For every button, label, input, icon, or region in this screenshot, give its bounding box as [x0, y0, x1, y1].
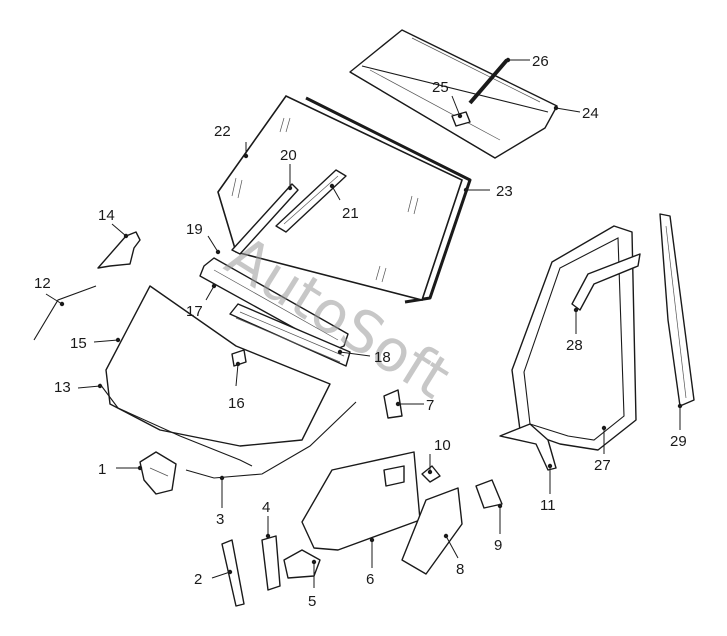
callout-20: 20 — [280, 147, 297, 164]
callout-22: 22 — [214, 123, 231, 140]
splash-shield — [283, 549, 321, 579]
windshield-reflections — [231, 117, 419, 283]
callout-27: 27 — [594, 457, 611, 474]
callout-26: 26 — [532, 53, 549, 70]
callout-25: 25 — [432, 79, 449, 96]
roof-clip — [451, 111, 471, 127]
leader-dots — [59, 57, 683, 575]
callout-16: 16 — [228, 395, 245, 412]
hood-emblem — [231, 349, 247, 367]
callout-17: 17 — [186, 303, 203, 320]
callout-21: 21 — [342, 205, 359, 222]
cowl-panel — [199, 257, 349, 351]
callout-3: 3 — [216, 511, 224, 528]
windshield-glass — [217, 94, 463, 301]
callout-24: 24 — [582, 105, 599, 122]
hood-hinge — [97, 231, 141, 269]
wiper-arm — [231, 183, 299, 255]
callout-11: 11 — [540, 497, 556, 514]
callout-8: 8 — [456, 561, 464, 578]
callout-labels: 1 2 3 4 5 6 7 8 9 10 11 12 13 14 15 16 1… — [34, 53, 687, 610]
pillar-trim — [659, 213, 695, 407]
callout-29: 29 — [670, 433, 687, 450]
roof-panel — [349, 29, 558, 159]
leader-lines — [45, 59, 681, 588]
cowl-grille — [229, 303, 351, 367]
fender-bracket-rear — [261, 535, 281, 591]
door-sill — [499, 423, 557, 471]
mirror-bracket — [383, 389, 403, 419]
mud-flap — [401, 487, 463, 575]
callout-6: 6 — [366, 571, 374, 588]
callout-23: 23 — [496, 183, 513, 200]
callout-12: 12 — [34, 275, 51, 292]
fender-grommet — [421, 465, 441, 483]
callout-10: 10 — [434, 437, 451, 454]
callout-9: 9 — [494, 537, 502, 554]
hood-latch — [139, 451, 177, 495]
release-cable — [185, 401, 357, 479]
hood — [105, 285, 331, 447]
callout-7: 7 — [426, 397, 434, 414]
door-seal — [571, 253, 641, 311]
trim-clip — [475, 479, 503, 509]
callout-5: 5 — [308, 593, 316, 610]
callout-1: 1 — [98, 461, 106, 478]
roof-rod — [468, 58, 509, 105]
hood-support-rod — [33, 285, 97, 341]
callout-15: 15 — [70, 335, 87, 352]
fender-bracket-front — [221, 539, 245, 607]
callout-18: 18 — [374, 349, 391, 366]
callout-13: 13 — [54, 379, 71, 396]
callout-2: 2 — [194, 571, 202, 588]
hood-seal — [99, 383, 253, 467]
wiper-blade — [275, 169, 347, 233]
callout-28: 28 — [566, 337, 583, 354]
callout-19: 19 — [186, 221, 203, 238]
windshield-seal — [305, 96, 472, 304]
callout-4: 4 — [262, 499, 270, 516]
callout-14: 14 — [98, 207, 115, 224]
